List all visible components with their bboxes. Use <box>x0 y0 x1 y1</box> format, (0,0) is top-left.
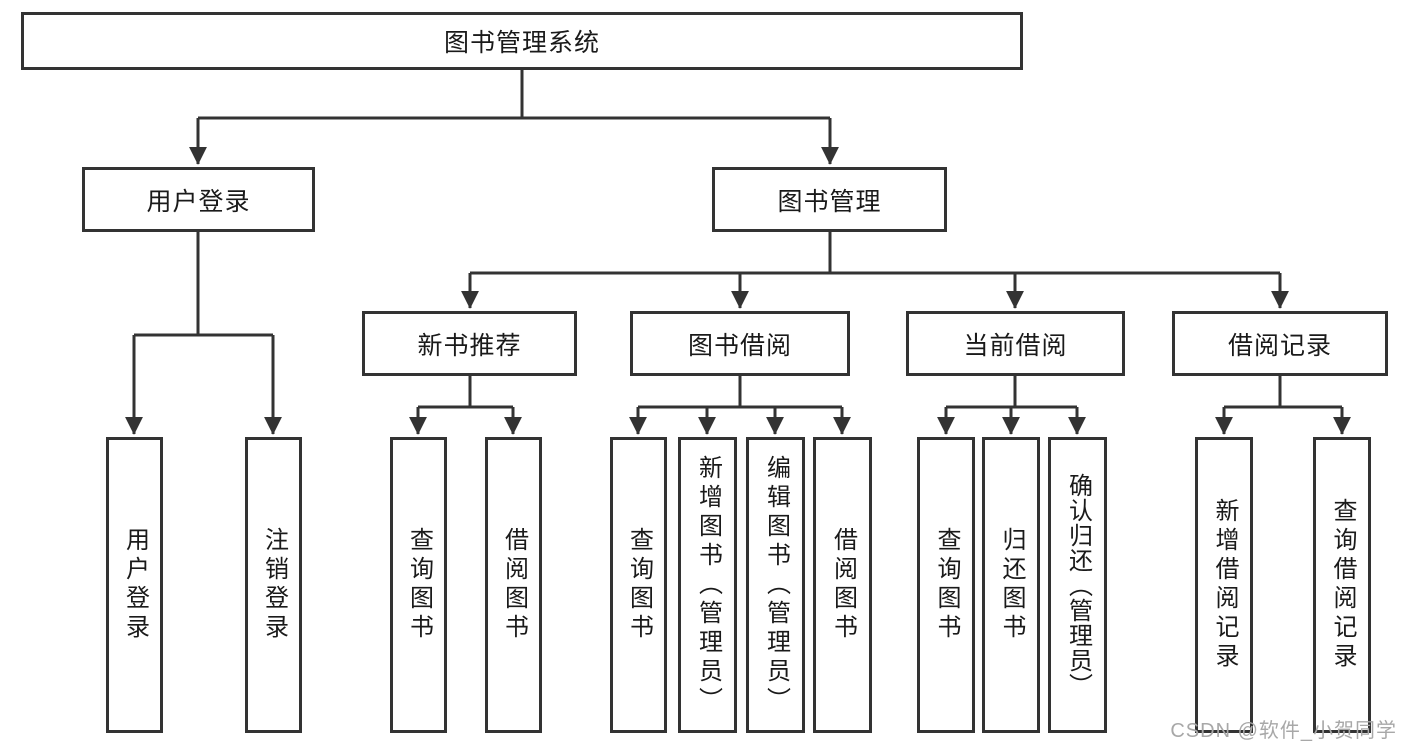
node-leaf-edit-books-admin: 编辑图书（管理员） <box>746 437 805 733</box>
node-leaf-query-books-1: 查询图书 <box>390 437 447 733</box>
node-new-book-recommend: 新书推荐 <box>362 311 577 376</box>
leaf-label: 查询图书 <box>933 527 960 643</box>
leaf-label: 查询借阅记录 <box>1329 498 1356 672</box>
node-book-borrow: 图书借阅 <box>630 311 850 376</box>
leaf-label: 编辑图书（管理员） <box>762 454 790 716</box>
node-leaf-borrow-books-1: 借阅图书 <box>485 437 542 733</box>
node-leaf-query-books-3: 查询图书 <box>917 437 975 733</box>
node-leaf-query-borrow-record: 查询借阅记录 <box>1313 437 1371 733</box>
node-leaf-add-borrow-record: 新增借阅记录 <box>1195 437 1253 733</box>
leaf-label: 新增借阅记录 <box>1211 498 1238 672</box>
leaf-label: 查询图书 <box>405 527 433 643</box>
leaf-label: 查询图书 <box>625 527 653 643</box>
node-leaf-user-login: 用户登录 <box>106 437 163 733</box>
leaf-label: 借阅图书 <box>829 527 857 643</box>
node-leaf-logout: 注销登录 <box>245 437 302 733</box>
node-borrow-record: 借阅记录 <box>1172 311 1388 376</box>
leaf-label: 新增图书（管理员） <box>694 454 722 716</box>
node-user-login-branch: 用户登录 <box>82 167 315 232</box>
node-leaf-add-books-admin: 新增图书（管理员） <box>678 437 737 733</box>
leaf-label: 归还图书 <box>998 527 1025 643</box>
leaf-label: 注销登录 <box>260 527 288 643</box>
node-current-borrow: 当前借阅 <box>906 311 1125 376</box>
node-leaf-query-books-2: 查询图书 <box>610 437 667 733</box>
leaf-label: 确认归还（管理员） <box>1064 472 1092 698</box>
leaf-label: 借阅图书 <box>500 527 528 643</box>
csdn-watermark: CSDN @软件_小贺同学 <box>1170 720 1397 742</box>
node-library-management-system: 图书管理系统 <box>21 12 1023 70</box>
node-leaf-return-books: 归还图书 <box>982 437 1040 733</box>
node-book-management-branch: 图书管理 <box>712 167 947 232</box>
node-leaf-borrow-books-2: 借阅图书 <box>813 437 872 733</box>
node-leaf-confirm-return-admin: 确认归还（管理员） <box>1048 437 1107 733</box>
leaf-label: 用户登录 <box>121 527 149 643</box>
